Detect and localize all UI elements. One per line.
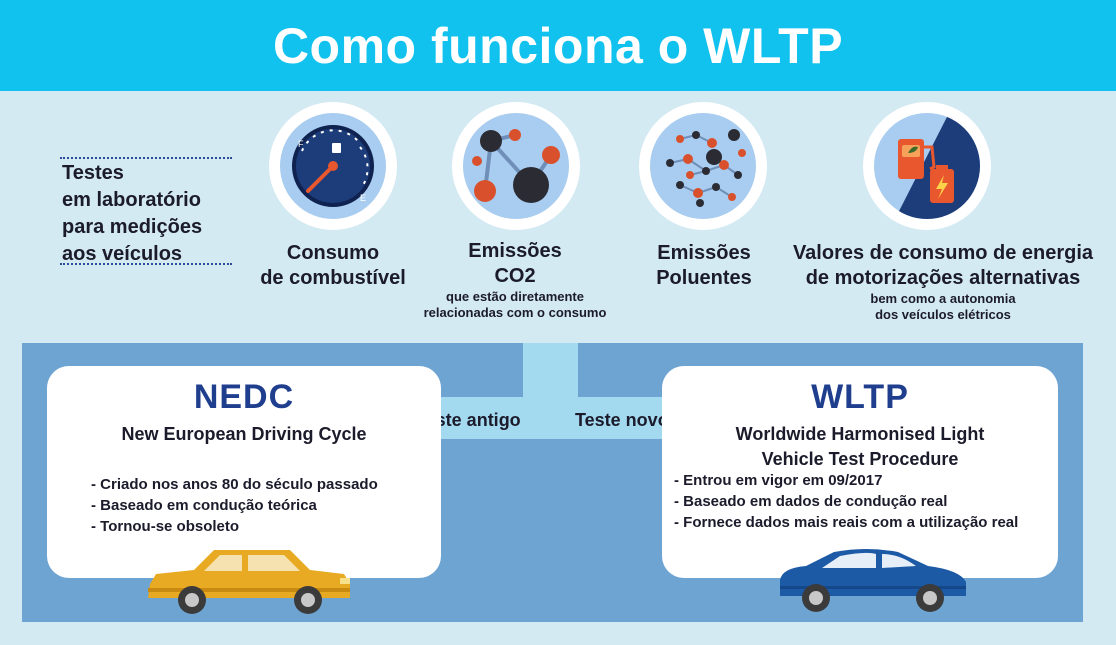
measure-fuel-circle: F E [269, 102, 397, 230]
old-test-label: Teste antigo [416, 410, 521, 430]
svg-text:E: E [360, 193, 366, 203]
measure-title: Poluentes [656, 267, 752, 289]
wltp-card: WLTP Worldwide Harmonised Light Vehicle … [662, 366, 1058, 578]
measure-alternative-caption: Valores de consumo de energia de motoriz… [770, 241, 1116, 323]
intro-text: Testes em laboratório para medições aos … [62, 160, 262, 268]
list-item: - Entrou em vigor em 09/2017 [674, 472, 883, 489]
connector-bar [438, 397, 666, 439]
intro-line: aos veículos [62, 243, 183, 265]
measure-fuel-caption: Consumo de combustível [240, 241, 426, 291]
measure-title: Valores de consumo de energia [792, 242, 1094, 264]
measure-note: dos veículos elétricos [875, 307, 1011, 322]
list-item: - Baseado em dados de condução real [674, 493, 948, 510]
measure-pollutant-caption: Emissões Poluentes [622, 241, 786, 291]
wltp-title: WLTP [811, 378, 909, 416]
intro-top-divider [60, 157, 232, 159]
header-bar: Como funciona o WLTP [0, 0, 1116, 91]
nedc-card: NEDC New European Driving Cycle - Criado… [47, 366, 441, 578]
page-title: Como funciona o WLTP [272, 17, 844, 74]
wltp-subtitle-line: Vehicle Test Procedure [761, 449, 959, 469]
fuel-pump-battery-icon [895, 113, 980, 219]
measure-pollutant-circle [639, 102, 767, 230]
list-item: - Criado nos anos 80 do século passado [91, 476, 378, 493]
co2-molecule-icon [472, 129, 560, 203]
list-item: - Fornece dados mais reais com a utiliza… [674, 514, 1019, 531]
measure-note: relacionadas com o consumo [423, 305, 607, 320]
intro-line: Testes [62, 162, 124, 184]
nedc-subtitle: New European Driving Cycle [121, 424, 367, 444]
measure-note: bem como a autonomia [870, 291, 1016, 306]
nedc-car-icon [148, 550, 350, 614]
measure-title: Emissões [657, 242, 751, 264]
measure-alternative-circle [863, 102, 991, 230]
intro-line: em laboratório [62, 189, 201, 211]
nedc-bullets: - Criado nos anos 80 do século passado -… [91, 474, 378, 537]
new-test-label: Teste novo [575, 410, 669, 430]
wltp-bullets: - Entrou em vigor em 09/2017 - Baseado e… [674, 470, 1018, 533]
measure-co2-circle [452, 102, 580, 230]
measure-title: de motorizações alternativas [805, 267, 1081, 289]
connector-stem [523, 343, 578, 398]
measure-title: Consumo [286, 242, 380, 264]
svg-text:F: F [298, 139, 304, 149]
intro-line: para medições [62, 216, 203, 238]
pollutant-particles-icon [666, 129, 746, 207]
list-item: - Baseado em condução teórica [91, 497, 317, 514]
wltp-subtitle-line: Worldwide Harmonised Light [735, 424, 985, 444]
list-item: - Tornou-se obsoleto [91, 518, 240, 535]
measure-title: Emissões [468, 240, 562, 262]
nedc-title: NEDC [193, 378, 295, 416]
measure-title: CO2 [494, 265, 536, 287]
fuel-gauge-icon: F E [292, 125, 374, 207]
measure-note: que estão diretamente [446, 289, 584, 304]
wltp-subtitle: Worldwide Harmonised Light Vehicle Test … [662, 422, 1058, 472]
intro-bottom-divider [60, 263, 232, 265]
measure-title: de combustível [260, 267, 406, 289]
wltp-car-icon [780, 549, 966, 612]
measure-co2-caption: Emissões CO2 que estão diretamente relac… [410, 239, 620, 321]
